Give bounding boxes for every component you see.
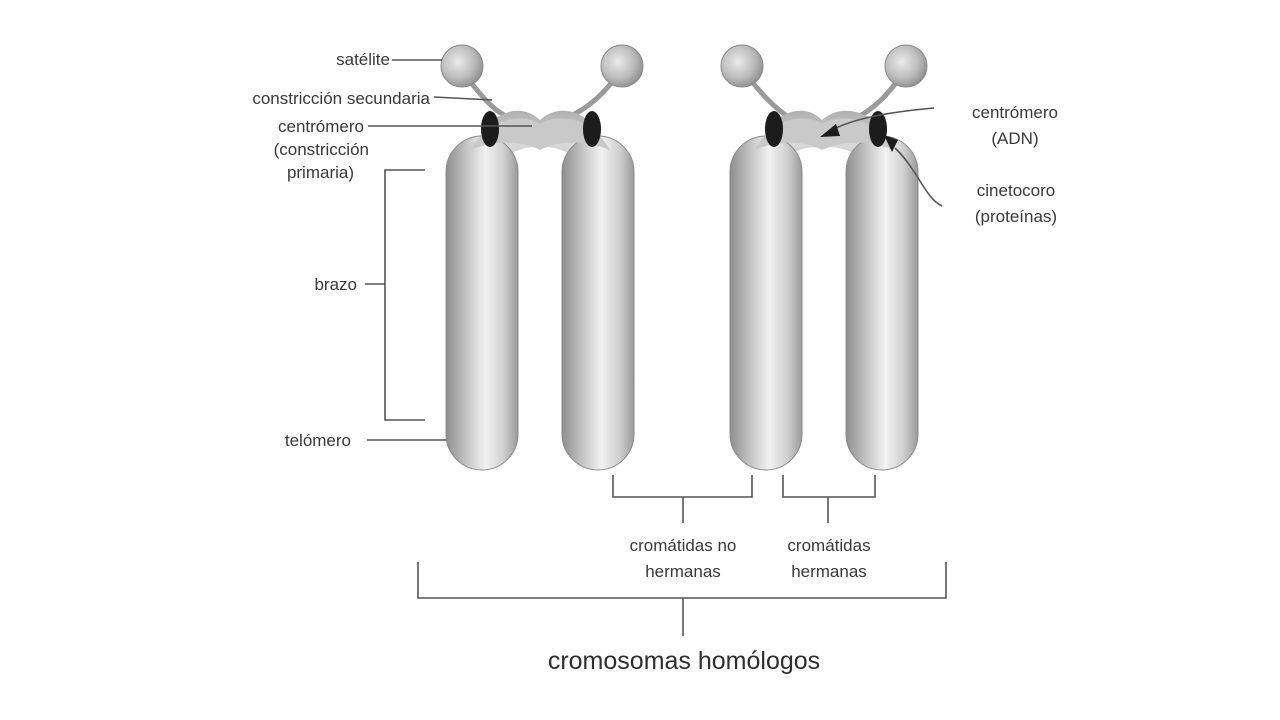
chromatid-arm xyxy=(561,135,635,471)
label-cromatidas-no-hermanas-2: hermanas xyxy=(645,562,721,581)
right-chromosome xyxy=(720,44,928,471)
satellite xyxy=(884,44,928,88)
brazo-bracket xyxy=(384,169,425,421)
label-centromero-adn: (ADN) xyxy=(991,129,1038,148)
label-centromero-left-2: (constricción xyxy=(274,140,369,159)
label-cromatidas-hermanas: cromátidas xyxy=(787,536,870,555)
label-centromero-right: centrómero xyxy=(972,103,1058,122)
label-cinetocoro-proteinas: (proteínas) xyxy=(975,207,1057,226)
bottom-annotations: cromátidas no hermanas cromátidas herman… xyxy=(417,475,947,675)
cromatidas-no-hermanas-bracket xyxy=(612,475,753,498)
chromatid-arm xyxy=(729,135,803,471)
label-centromero-left-3: primaria) xyxy=(287,163,354,182)
cinetocoro-arrow xyxy=(894,147,943,207)
cromosomas-homologos-bracket xyxy=(417,562,947,599)
right-annotations: centrómero (ADN) cinetocoro (proteínas) xyxy=(820,103,1058,226)
cromatidas-hermanas-bracket xyxy=(782,475,876,498)
constriccion-secundaria-leader xyxy=(433,96,493,101)
kinetochore xyxy=(765,111,783,147)
label-cromatidas-no-hermanas: cromátidas no xyxy=(630,536,737,555)
kinetochore xyxy=(481,111,499,147)
satellite xyxy=(720,44,764,88)
centromero-adn-arrowhead xyxy=(820,124,840,137)
label-satelite: satélite xyxy=(336,50,390,69)
label-cromatidas-hermanas-2: hermanas xyxy=(791,562,867,581)
left-annotations: satélite constricción secundaria centróm… xyxy=(252,50,532,450)
label-centromero-left: centrómero xyxy=(278,117,364,136)
chromatid-arm xyxy=(845,135,919,471)
kinetochore xyxy=(583,111,601,147)
label-cromosomas-homologos: cromosomas homólogos xyxy=(548,647,820,675)
satellite xyxy=(600,44,644,88)
kinetochore xyxy=(869,111,887,147)
satellite xyxy=(440,44,484,88)
centromero-adn-arrow xyxy=(831,107,935,131)
label-cinetocoro: cinetocoro xyxy=(977,181,1055,200)
label-brazo: brazo xyxy=(314,275,357,294)
chromatid-arm xyxy=(445,135,519,471)
cinetocoro-arrowhead xyxy=(884,135,898,152)
label-constriccion-secundaria: constricción secundaria xyxy=(252,89,430,108)
label-telomero: telómero xyxy=(285,431,351,450)
left-chromosome xyxy=(440,44,644,471)
